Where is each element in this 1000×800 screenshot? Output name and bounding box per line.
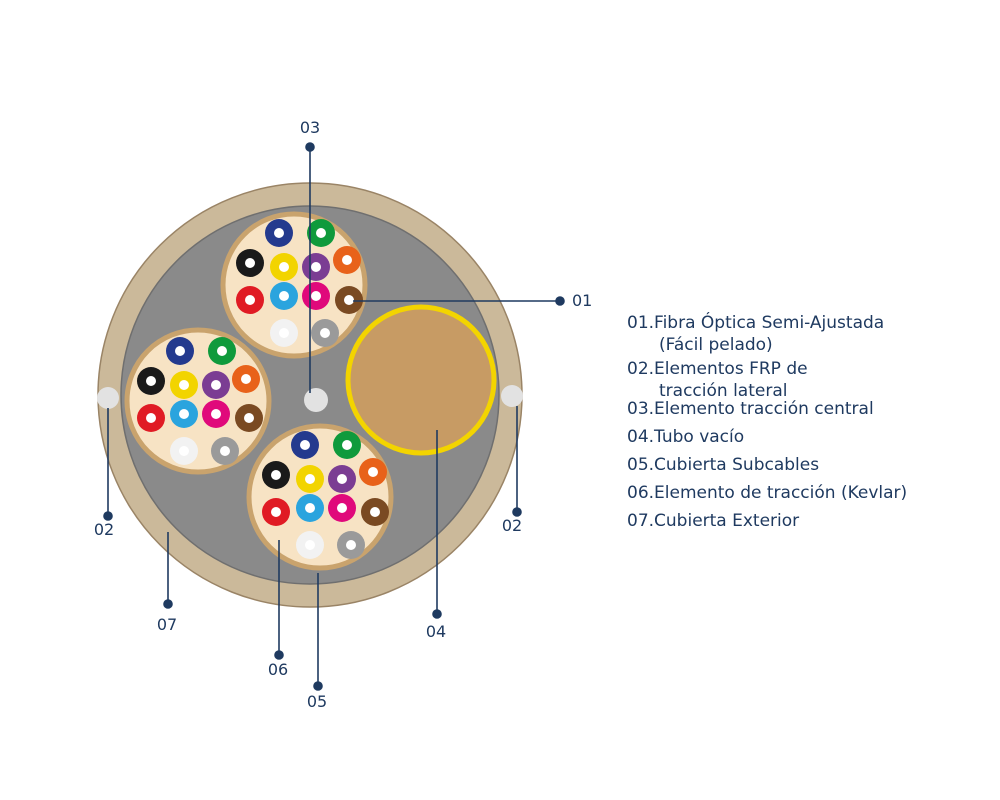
fiber-core-top-10 (344, 295, 354, 305)
fiber-core-top-12 (320, 328, 330, 338)
fiber-core-bottom-9 (337, 503, 347, 513)
legend-item-01-text: 01.Fibra Óptica Semi-Ajustada (627, 313, 885, 333)
fiber-core-bottom-1 (300, 440, 310, 450)
subcable-bottom (246, 423, 394, 571)
fiber-core-left-4 (179, 380, 189, 390)
legend-item-03-text: 03.Elemento tracción central (627, 399, 874, 419)
fiber-core-left-9 (211, 409, 221, 419)
callout-02-right: 02 (502, 516, 522, 535)
fiber-core-left-7 (146, 413, 156, 423)
fiber-core-left-8 (179, 409, 189, 419)
fiber-core-top-1 (274, 228, 284, 238)
fiber-core-left-1 (175, 346, 185, 356)
fiber-core-bottom-8 (305, 503, 315, 513)
fiber-core-bottom-11 (305, 540, 315, 550)
legend-item-04-text: 04.Tubo vacío (627, 427, 745, 447)
legend-item-01: 01.Fibra Óptica Semi-Ajustada (Fácil pel… (627, 312, 884, 356)
fiber-core-bottom-7 (271, 507, 281, 517)
fiber-core-top-2 (316, 228, 326, 238)
frp-element-left (97, 387, 119, 409)
legend-item-02-text: 02.Elementos FRP de (627, 359, 808, 379)
callout-04: 04 (426, 622, 446, 641)
leader-lines (103, 142, 565, 691)
empty-tube (345, 304, 497, 456)
legend-item-02-continuation: tracción lateral (659, 381, 788, 401)
fiber-core-left-6 (241, 374, 251, 384)
fiber-core-top-11 (279, 328, 289, 338)
fiber-core-left-10 (244, 413, 254, 423)
fiber-core-top-3 (245, 258, 255, 268)
fiber-core-bottom-5 (337, 474, 347, 484)
fiber-core-top-9 (311, 291, 321, 301)
callout-01: 01 (572, 291, 592, 310)
legend-item-07-text: 07.Cubierta Exterior (627, 511, 800, 531)
subcable-top (220, 211, 368, 359)
fiber-core-left-2 (217, 346, 227, 356)
fiber-core-top-8 (279, 291, 289, 301)
fiber-core-left-11 (179, 446, 189, 456)
legend-item-06-text: 06.Elemento de tracción (Kevlar) (627, 483, 908, 503)
fiber-core-bottom-3 (271, 470, 281, 480)
fiber-core-top-7 (245, 295, 255, 305)
callout-05: 05 (307, 692, 327, 711)
fiber-core-bottom-6 (368, 467, 378, 477)
callout-07: 07 (157, 615, 177, 634)
fiber-core-bottom-12 (346, 540, 356, 550)
callout-02-left: 02 (94, 520, 114, 539)
legend-item-03: 03.Elemento tracción central (627, 398, 874, 420)
fiber-core-left-3 (146, 376, 156, 386)
fiber-core-bottom-10 (370, 507, 380, 517)
legend-item-05: 05.Cubierta Subcables (627, 454, 819, 476)
fiber-core-top-6 (342, 255, 352, 265)
fiber-core-bottom-4 (305, 474, 315, 484)
callout-06: 06 (268, 660, 288, 679)
legend-item-07: 07.Cubierta Exterior (627, 510, 799, 532)
fiber-core-left-12 (220, 446, 230, 456)
fiber-core-bottom-2 (342, 440, 352, 450)
legend-item-06: 06.Elemento de tracción (Kevlar) (627, 482, 907, 504)
subcable-left (124, 327, 272, 475)
legend-item-02: 02.Elementos FRP de tracción lateral (627, 358, 808, 402)
legend-item-01-continuation: (Fácil pelado) (659, 335, 773, 355)
central-strength-member (304, 388, 328, 412)
callout-03: 03 (300, 118, 320, 137)
legend-item-05-text: 05.Cubierta Subcables (627, 455, 820, 475)
fiber-core-top-4 (279, 262, 289, 272)
frp-element-right (501, 385, 523, 407)
fiber-core-top-5 (311, 262, 321, 272)
legend-item-04: 04.Tubo vacío (627, 426, 744, 448)
fiber-core-left-5 (211, 380, 221, 390)
